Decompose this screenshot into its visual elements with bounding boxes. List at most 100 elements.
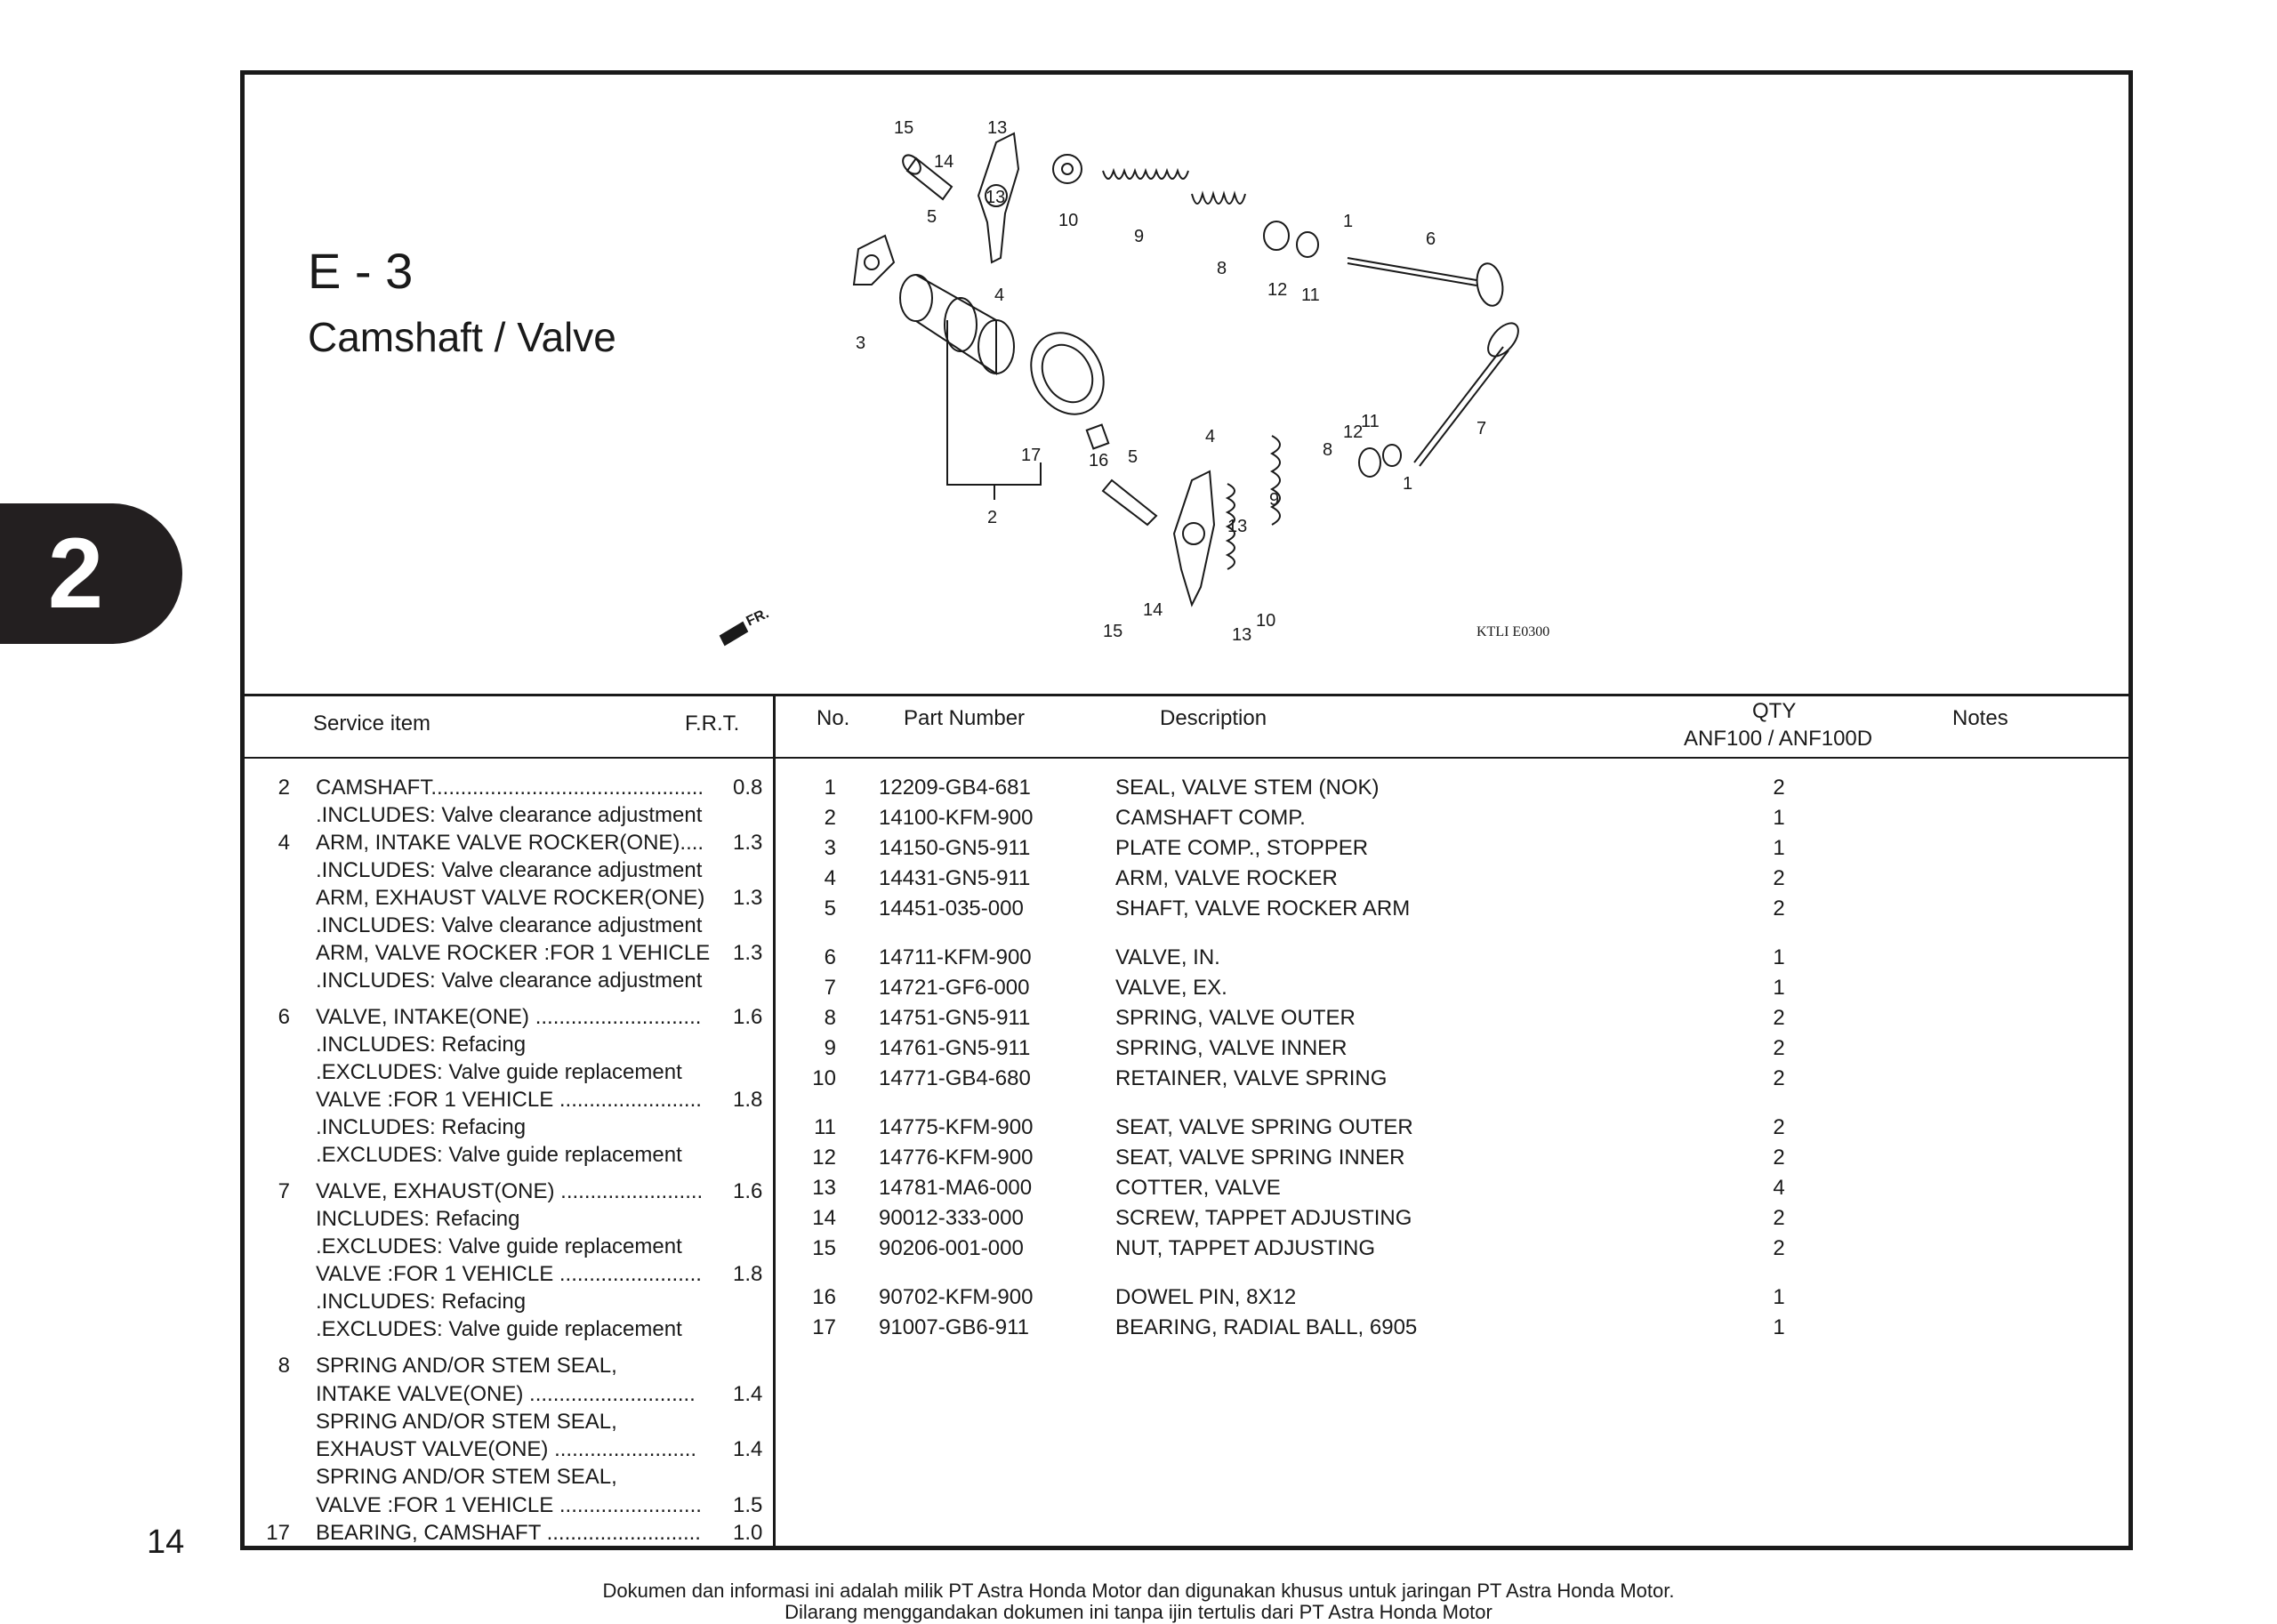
- service-item-text: .EXCLUDES: Valve guide replacement: [316, 1317, 682, 1341]
- service-item-ref-no: 2: [278, 776, 290, 800]
- service-item-text: .INCLUDES: Refacing: [316, 1033, 527, 1057]
- callout: 8: [1323, 440, 1332, 460]
- exploded-parts-diagram: 15 14 13 13 5 10 9 8 12 11 1 6 4 3 17 2 …: [719, 118, 1549, 647]
- service-item-text: .EXCLUDES: Valve guide replacement: [316, 1143, 682, 1167]
- part-qty: 1: [1773, 836, 1785, 860]
- part-number: 14781-MA6-000: [879, 1176, 1033, 1200]
- part-number: 14721-GF6-000: [879, 976, 1030, 1000]
- rocker-arm-lower: [1172, 470, 1216, 607]
- service-item-text: CAMSHAFT................................…: [316, 776, 704, 800]
- footer-notice: Dokumen dan informasi ini adalah milik P…: [602, 1580, 1675, 1602]
- service-item-text: VALVE, EXHAUST(ONE) ....................…: [316, 1179, 704, 1203]
- part-qty: 2: [1773, 1036, 1785, 1060]
- service-item-text: SPRING AND/OR STEM SEAL,: [316, 1410, 617, 1434]
- table-header-divider: [240, 757, 2133, 759]
- service-item-frt: 1.0: [733, 1521, 763, 1545]
- callout: 17: [1021, 446, 1041, 465]
- service-item-frt: 1.6: [733, 1005, 763, 1029]
- service-item-ref-no: 7: [278, 1179, 290, 1203]
- callout: 12: [1343, 422, 1363, 442]
- service-item-text: .INCLUDES: Valve clearance adjustment: [316, 803, 703, 827]
- part-description: BEARING, RADIAL BALL, 6905: [1115, 1315, 1418, 1339]
- stopper-plate: [852, 234, 896, 285]
- part-ref-no: 9: [824, 1036, 836, 1060]
- part-description: SEAL, VALVE STEM (NOK): [1115, 776, 1380, 800]
- service-item-ref-no: 8: [278, 1354, 290, 1378]
- service-item-text: VALVE :FOR 1 VEHICLE ...................…: [316, 1262, 702, 1286]
- description-header: Description: [1160, 706, 1267, 730]
- service-item-ref-no: 17: [266, 1521, 290, 1545]
- service-item-ref-no: 6: [278, 1005, 290, 1029]
- callout: 6: [1426, 229, 1436, 249]
- part-ref-no: 16: [812, 1285, 836, 1309]
- part-number: 14771-GB4-680: [879, 1066, 1031, 1090]
- service-item-text: .INCLUDES: Valve clearance adjustment: [316, 858, 703, 882]
- part-description: SHAFT, VALVE ROCKER ARM: [1115, 896, 1411, 921]
- part-ref-no: 17: [812, 1315, 836, 1339]
- callout: 8: [1217, 259, 1227, 278]
- part-description: SCREW, TAPPET ADJUSTING: [1115, 1206, 1412, 1230]
- callout: 11: [1301, 285, 1320, 305]
- service-item-text: .INCLUDES: Valve clearance adjustment: [316, 969, 703, 993]
- part-qty: 2: [1773, 1115, 1785, 1139]
- service-item-text: INCLUDES: Refacing: [316, 1207, 520, 1231]
- service-item-text: .INCLUDES: Valve clearance adjustment: [316, 913, 703, 937]
- part-description: DOWEL PIN, 8X12: [1115, 1285, 1297, 1309]
- valve-spring-upper: [1102, 167, 1246, 205]
- service-item-text: .EXCLUDES: Valve guide replacement: [316, 1234, 682, 1258]
- no-header: No.: [817, 706, 850, 730]
- service-item-frt: 1.3: [733, 831, 763, 855]
- qty-header: QTY: [1752, 699, 1797, 723]
- part-number: 14431-GN5-911: [879, 866, 1031, 890]
- callout: 13: [1232, 625, 1251, 645]
- service-item-frt: 1.3: [733, 886, 763, 910]
- part-ref-no: 3: [824, 836, 836, 860]
- part-qty: 4: [1773, 1176, 1785, 1200]
- diagram-reference-code: KTLI E0300: [1476, 624, 1549, 639]
- callout: 13: [1227, 517, 1247, 536]
- service-item-frt: 1.6: [733, 1179, 763, 1203]
- part-ref-no: 6: [824, 945, 836, 969]
- part-number: 14775-KFM-900: [879, 1115, 1034, 1139]
- service-item-frt: 1.4: [733, 1437, 763, 1461]
- service-item-header: Service item: [313, 712, 431, 736]
- callout: 3: [856, 334, 865, 353]
- part-qty: 2: [1773, 1236, 1785, 1260]
- service-item-frt: 1.5: [733, 1493, 763, 1517]
- part-qty: 2: [1773, 776, 1785, 800]
- part-number: 14451-035-000: [879, 896, 1024, 921]
- valve-spring-lower: [1225, 483, 1235, 570]
- callout: 13: [987, 118, 1007, 138]
- part-number: 90012-333-000: [879, 1206, 1024, 1230]
- diagram-table-divider: [240, 694, 2133, 696]
- callout: 5: [1128, 447, 1138, 467]
- callout: 12: [1267, 280, 1287, 300]
- service-item-frt: 0.8: [733, 776, 763, 800]
- service-item-text: EXHAUST VALVE(ONE) .....................…: [316, 1437, 697, 1461]
- callout: 1: [1343, 212, 1353, 231]
- part-number: 14751-GN5-911: [879, 1006, 1031, 1030]
- callout: 1: [1403, 474, 1412, 494]
- part-description: PLATE COMP., STOPPER: [1115, 836, 1369, 860]
- part-qty: 1: [1773, 976, 1785, 1000]
- part-number: 91007-GB6-911: [879, 1315, 1030, 1339]
- service-item-text: ARM, EXHAUST VALVE ROCKER(ONE): [316, 886, 705, 910]
- footer-notice: Dilarang menggandakan dokumen ini tanpa …: [784, 1601, 1493, 1623]
- part-qty: 2: [1773, 866, 1785, 890]
- service-item-frt: 1.4: [733, 1382, 763, 1406]
- callout: 9: [1134, 227, 1144, 246]
- part-number-header: Part Number: [904, 706, 1026, 730]
- part-ref-no: 4: [824, 866, 836, 890]
- part-number: 12209-GB4-681: [879, 776, 1031, 800]
- part-ref-no: 1: [824, 776, 836, 800]
- callout: 13: [986, 188, 1005, 207]
- section-code: E - 3: [308, 243, 414, 299]
- qty-models-header: ANF100 / ANF100D: [1684, 727, 1873, 751]
- rocker-shaft-lower: [1101, 478, 1158, 527]
- part-number: 90702-KFM-900: [879, 1285, 1034, 1309]
- service-item-text: VALVE :FOR 1 VEHICLE ...................…: [316, 1493, 702, 1517]
- service-item-text: VALVE :FOR 1 VEHICLE ...................…: [316, 1088, 702, 1112]
- callout: 14: [934, 152, 953, 172]
- service-item-text: BEARING, CAMSHAFT ......................…: [316, 1521, 701, 1545]
- page-number: 14: [147, 1524, 185, 1561]
